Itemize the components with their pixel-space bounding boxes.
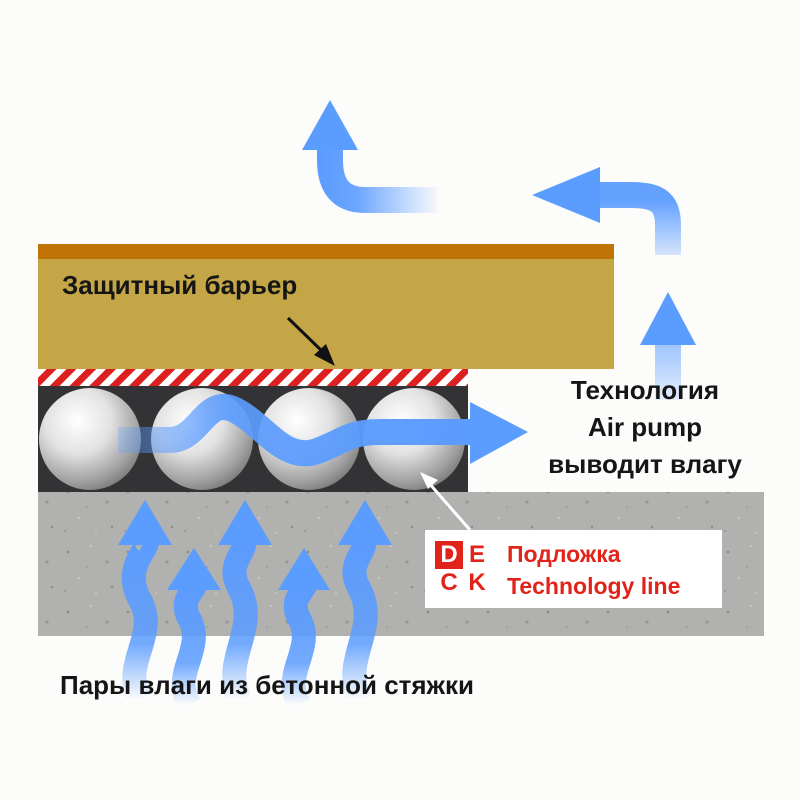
top-exit-arrow-icon [302,100,440,213]
vapor-arrows [118,500,392,712]
deck-logo: D E C K [435,541,491,597]
underlay-ball [258,388,360,490]
badge-title: Подложка [507,541,621,567]
hatched-film-layer [38,369,468,386]
barrier-label: Защитный барьер [62,270,298,300]
badge-text: Подложка Technology line [507,538,680,602]
vapor-arrow-icon [218,500,272,706]
vapor-label: Пары влаги из бетонной стяжки [60,670,474,700]
logo-letter: E [468,541,485,568]
vapor-arrow-icon [118,500,172,706]
barrier-top-edge [38,244,614,260]
air-pump-label: Технология Air pump выводит влагу [500,372,790,483]
air-pump-label-line: Air pump [587,412,703,442]
underlay-badge: D E C K Подложка Technology line [425,530,722,608]
right-exit-arrow-icon [532,167,696,400]
logo-letter: D [435,541,463,569]
vapor-arrow-icon [167,548,221,712]
vapor-arrow-icon [278,548,330,712]
air-pump-label-line: выводит влагу [548,449,742,479]
exhaust-arrows [302,100,696,400]
logo-letter: C [440,569,458,596]
air-pump-label-line: Технология [570,375,720,405]
vapor-arrow-icon [338,500,392,706]
barrier-pointer [286,316,335,366]
air-flow-arrow-head-icon [470,402,528,464]
pointer-arrow-icon [420,472,438,489]
badge-pointer [420,472,472,531]
air-flow-arrow [118,394,528,467]
logo-letter: K [468,569,486,596]
underlay-ball [39,388,141,490]
pointer-arrow-icon [314,344,335,366]
badge-subtitle: Technology line [507,573,681,599]
